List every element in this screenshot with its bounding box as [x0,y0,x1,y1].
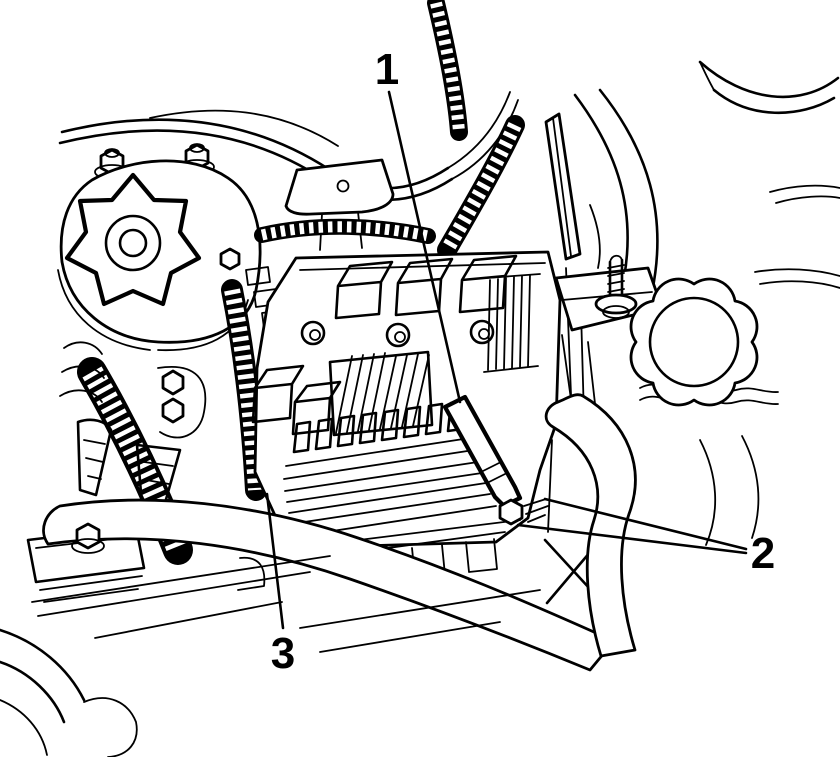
mini-fuse-row [283,399,475,480]
callouts: 1 2 3 [265,45,775,678]
callout-1-leader [387,90,462,404]
fuse-field-hatch [328,350,434,437]
box-front-ridges [284,461,497,538]
callout-1-label: 1 [375,45,399,94]
callout-2-leader-a [543,497,748,551]
frame-edge-lines [31,555,541,653]
radiator-hose-main [42,498,616,672]
callout-2-label: 2 [751,529,775,578]
tray-hex-bolt [71,522,105,554]
relay-cube-lower [251,364,342,436]
retaining-bolt-item1 [442,394,549,526]
box-screws [300,319,495,348]
hose-rib-arcs [59,341,105,403]
corner-hoses [0,628,138,757]
hose-end-cone-left [76,418,113,497]
callout-3-label: 3 [271,629,295,678]
coolant-hose-right [544,393,637,658]
engine-outline [573,60,840,546]
reservoir-cap [629,277,759,407]
callout-2-leader-b [516,523,748,555]
fuse-slats-right [483,273,541,373]
bracket-hex-nuts [157,366,207,439]
vertical-bracket [544,112,601,269]
corrugated-conduit-top [427,0,525,260]
corrugated-conduit-horizontal [254,218,436,244]
callout-3-leader [265,492,285,630]
adjuster-knob [64,172,202,307]
